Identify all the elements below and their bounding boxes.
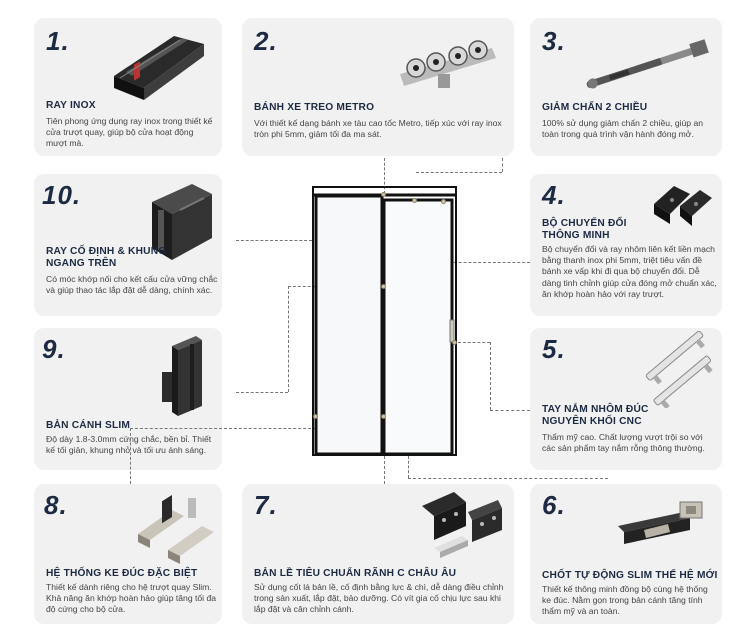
handle-icon [645,330,713,408]
feature-number: 8. [44,490,68,520]
feature-card-1: 1. RAY INOX Tiên phong ứng dụng ray inox… [34,18,222,156]
feature-number: 2. [254,26,278,56]
hinge-icon [422,492,502,558]
leader-line-3b [502,158,503,172]
feature-title: CHỐT TỰ ĐỘNG SLIM THẾ HỆ MỚI [542,570,718,581]
callout-dot [452,340,457,345]
leader-line-5c [490,410,530,411]
feature-number: 7. [254,490,278,520]
feature-title: RAY INOX [46,100,96,111]
callout-dot [313,414,318,419]
leader-line-5b [490,342,491,410]
feature-number: 10. [42,180,82,210]
feature-title: BỘ CHUYỂN ĐỔI THÔNG MINH [542,218,627,242]
feature-card-9: 9. BẢN CÁNH SLIM Độ dày 1.8-3.0mm cứng c… [34,328,222,470]
feature-card-2: 2. BÁNH XE TREO METRO Với thiết kế dạng … [242,18,514,156]
callout-dot [412,198,417,203]
callout-dot [381,192,386,197]
feature-desc: Thiết kế thông minh đồng bộ cùng hệ thốn… [542,584,708,617]
feature-desc: Có móc khớp nối cho kết cấu cửa vững chắ… [46,274,218,296]
leader-line-10 [236,240,312,241]
inox-rail-icon [114,36,204,100]
feature-card-6: 6. CHỐT TỰ ĐỘNG SLIM THẾ HỆ MỚI Thiết kế… [530,484,722,624]
leader-line-8 [130,428,316,429]
feature-desc: Với thiết kế dạng bánh xe tàu cao tốc Me… [254,118,502,140]
feature-card-8: 8. HỆ THỐNG KE ĐÚC ĐẶC BIỆT Thiết kế dàn… [34,484,222,624]
callout-dot [381,284,386,289]
auto-latch-icon [618,501,703,544]
feature-desc: 100% sử dụng giảm chấn 2 chiều, giúp an … [542,118,704,140]
feature-title: HỆ THỐNG KE ĐÚC ĐẶC BIỆT [46,568,198,579]
feature-card-5: 5. TAY NẮM NHÔM ĐÚC NGUYÊN KHỐI CNC Thẩm… [530,328,722,470]
feature-number: 6. [542,490,566,520]
feature-title: BẢN LỀ TIÊU CHUẨN RÃNH C CHÂU ÂU [254,568,457,579]
feature-desc: Tiên phong ứng dụng ray inox trong thiết… [46,116,213,149]
feature-desc: Bộ chuyển đổi và ray nhôm liên kết liền … [542,244,717,299]
damper-icon [586,39,709,89]
leader-line-6b [408,478,608,479]
leader-line-8b [130,428,131,484]
feature-card-3: 3. GIẢM CHẤN 2 CHIỀU 100% sử dụng giảm c… [530,18,722,156]
leader-line-2 [384,158,385,194]
leader-line-9c [236,392,288,393]
feature-number: 3. [542,26,566,56]
feature-card-10: 10. RAY CỐ ĐỊNH & KHUNG NGANG TRÊN Có mó… [34,174,222,316]
leader-line-3 [416,172,502,173]
feature-title: BẢN CÁNH SLIM [46,420,131,431]
feature-title: GIẢM CHẤN 2 CHIỀU [542,102,648,113]
feature-desc: Thiết kế dành riêng cho hệ trượt quay Sl… [46,582,217,615]
metro-roller-icon [400,40,496,88]
feature-title: TAY NẮM NHÔM ĐÚC NGUYÊN KHỐI CNC [542,404,649,428]
feature-number: 9. [42,334,66,364]
feature-title: RAY CỐ ĐỊNH & KHUNG NGANG TRÊN [46,246,167,270]
cast-corner-icon [138,495,214,564]
leader-line-4 [444,262,530,263]
feature-card-7: 7. BẢN LỀ TIÊU CHUẨN RÃNH C CHÂU ÂU Sử d… [242,484,514,624]
callout-dot [441,199,446,204]
feature-desc: Sử dụng cốt lá bản lề, cố định bằng lực … [254,582,504,615]
leader-line-9b [288,286,289,392]
feature-desc: Độ dày 1.8-3.0mm cứng chắc, bền bỉ. Thiế… [46,434,212,456]
feature-title: BÁNH XE TREO METRO [254,102,375,113]
feature-card-4: 4. BỘ CHUYỂN ĐỔI THÔNG MINH Bộ chuyển đổ… [530,174,722,316]
leader-line-5 [458,342,490,343]
feature-number: 1. [46,26,70,56]
fixed-rail-icon [152,184,212,260]
leader-line-6 [408,456,409,478]
feature-desc: Thẩm mỹ cao. Chất lượng vượt trội so với… [542,432,705,454]
leader-line-7 [384,456,385,484]
feature-number: 5. [542,334,566,364]
slim-sash-icon [162,336,202,416]
converter-icon [654,186,712,226]
feature-number: 4. [542,180,566,210]
sliding-door-illustration [312,186,457,456]
callout-dot [381,414,386,419]
